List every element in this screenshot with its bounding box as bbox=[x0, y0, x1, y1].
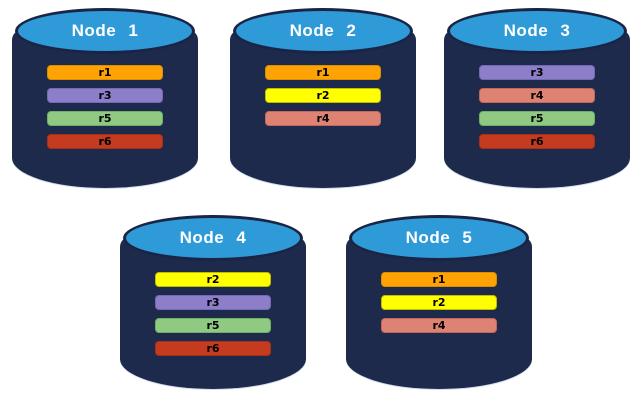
replica-bar-r2: r2 bbox=[265, 88, 381, 103]
cylinder-body bbox=[12, 30, 198, 188]
replica-list: r3 r4 r5 r6 bbox=[479, 65, 595, 149]
replica-bar-r5: r5 bbox=[479, 111, 595, 126]
cylinder-body bbox=[346, 237, 532, 389]
node-2-cylinder: Node 2 r1 r2 r4 bbox=[230, 8, 416, 188]
replica-bar-r1: r1 bbox=[265, 65, 381, 80]
replica-bar-r4: r4 bbox=[265, 111, 381, 126]
node-label: Node 4 bbox=[179, 228, 247, 247]
replica-list: r1 r2 r4 bbox=[381, 272, 497, 333]
node-label: Node 2 bbox=[289, 21, 357, 40]
node-label: Node 5 bbox=[405, 228, 473, 247]
replica-bar-r1: r1 bbox=[381, 272, 497, 287]
cylinder-body bbox=[120, 237, 306, 389]
replica-bar-r6: r6 bbox=[479, 134, 595, 149]
replica-bar-r3: r3 bbox=[47, 88, 163, 103]
replica-bar-r5: r5 bbox=[155, 318, 271, 333]
node-4-cylinder: Node 4 r2 r3 r5 r6 bbox=[120, 215, 306, 389]
cylinder-top-ellipse: Node 3 bbox=[447, 8, 627, 54]
replica-bar-r6: r6 bbox=[155, 341, 271, 356]
node-label: Node 3 bbox=[503, 21, 571, 40]
replica-bar-r4: r4 bbox=[381, 318, 497, 333]
replica-bar-r2: r2 bbox=[381, 295, 497, 310]
replica-list: r1 r2 r4 bbox=[265, 65, 381, 126]
replica-bar-r5: r5 bbox=[47, 111, 163, 126]
replica-bar-r4: r4 bbox=[479, 88, 595, 103]
replica-list: r1 r3 r5 r6 bbox=[47, 65, 163, 149]
replica-list: r2 r3 r5 r6 bbox=[155, 272, 271, 356]
node-3-cylinder: Node 3 r3 r4 r5 r6 bbox=[444, 8, 630, 188]
cylinder-top-ellipse: Node 4 bbox=[123, 215, 303, 261]
cylinder-body bbox=[230, 30, 416, 188]
cylinder-body bbox=[444, 30, 630, 188]
replica-bar-r1: r1 bbox=[47, 65, 163, 80]
node-label: Node 1 bbox=[71, 21, 139, 40]
cylinder-top-ellipse: Node 1 bbox=[15, 8, 195, 54]
replica-bar-r2: r2 bbox=[155, 272, 271, 287]
replica-bar-r6: r6 bbox=[47, 134, 163, 149]
node-5-cylinder: Node 5 r1 r2 r4 bbox=[346, 215, 532, 389]
cylinder-top-ellipse: Node 5 bbox=[349, 215, 529, 261]
replica-bar-r3: r3 bbox=[479, 65, 595, 80]
node-1-cylinder: Node 1 r1 r3 r5 r6 bbox=[12, 8, 198, 188]
cylinder-top-ellipse: Node 2 bbox=[233, 8, 413, 54]
replica-bar-r3: r3 bbox=[155, 295, 271, 310]
